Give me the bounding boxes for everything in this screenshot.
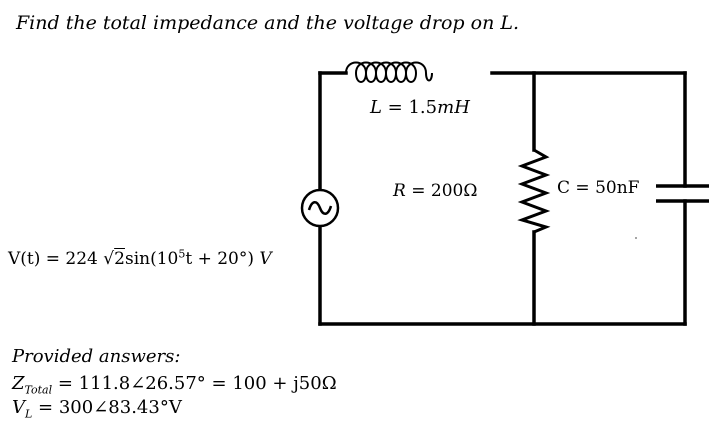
answer-impedance-symbol: Z bbox=[12, 373, 25, 394]
source-exponent: 5 bbox=[178, 247, 186, 261]
resistor-symbol: R bbox=[393, 181, 406, 201]
question-text: Find the total impedance and the voltage… bbox=[16, 12, 519, 34]
resistor-zigzag bbox=[517, 148, 551, 234]
capacitor-label: C = 50nF bbox=[557, 178, 640, 198]
resistor-value: 200 bbox=[430, 181, 464, 201]
capacitor-unit: nF bbox=[616, 178, 640, 198]
ac-source-wave-icon bbox=[307, 201, 333, 215]
capacitor-value: 50 bbox=[595, 178, 617, 198]
resistor-label: R = 200Ω bbox=[393, 181, 478, 201]
inductor-symbol: L bbox=[370, 97, 382, 118]
inductor-coil bbox=[345, 61, 433, 83]
source-amplitude: = 224 bbox=[45, 249, 98, 269]
source-rest: t + 20°) bbox=[185, 249, 254, 269]
resistor-unit: Ω bbox=[463, 181, 478, 201]
answer-impedance-subscript: Total bbox=[24, 383, 53, 397]
source-label: V(t) = 224 √2sin(105t + 20°) V bbox=[8, 248, 272, 269]
answer-voltage-subscript: L bbox=[25, 407, 33, 421]
inductor-label: L = 1.5mH bbox=[370, 97, 470, 118]
source-lhs: V(t) bbox=[8, 249, 41, 269]
answer-voltage: VL = 300∠83.43°V bbox=[12, 397, 182, 420]
sqrt-icon: √ bbox=[103, 249, 115, 269]
source-fn: sin(10 bbox=[124, 249, 179, 269]
inductor-value: 1.5 bbox=[408, 97, 438, 118]
answer-impedance: ZTotal = 111.8∠26.57° = 100 + j50Ω bbox=[12, 373, 337, 396]
capacitor-symbol: C bbox=[557, 178, 571, 198]
artifact-dot bbox=[635, 237, 637, 239]
answer-impedance-value: = 111.8∠26.57° = 100 + j50Ω bbox=[57, 373, 337, 394]
source-unit: V bbox=[259, 249, 272, 269]
answer-voltage-symbol: V bbox=[12, 397, 25, 418]
inductor-unit: mH bbox=[437, 97, 470, 118]
answer-voltage-value: = 300∠83.43°V bbox=[38, 397, 182, 418]
answers-heading: Provided answers: bbox=[12, 346, 181, 367]
source-sqrt-arg: 2 bbox=[114, 249, 125, 269]
